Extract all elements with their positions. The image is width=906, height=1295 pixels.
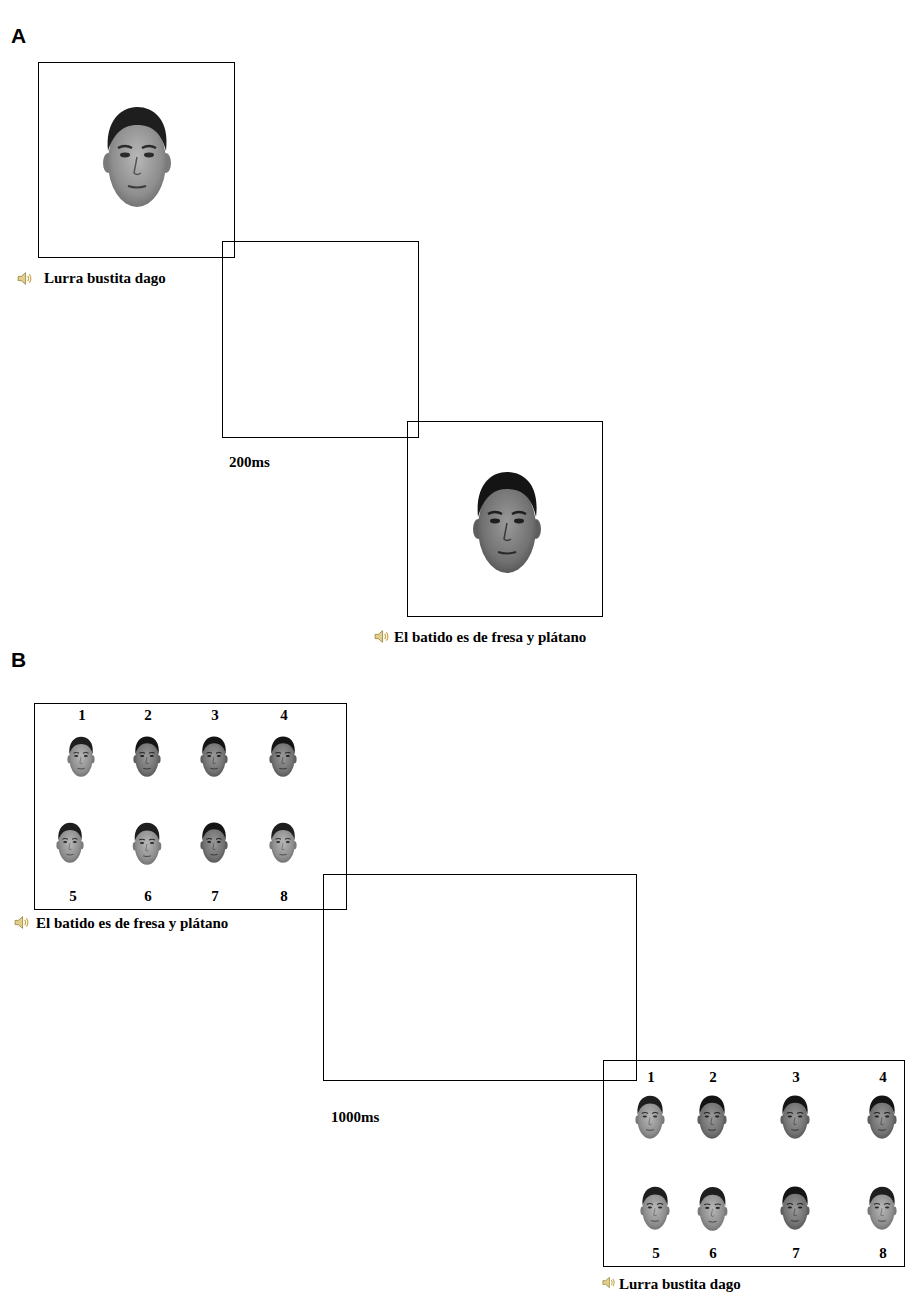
face-number: 5 [652, 1245, 660, 1262]
face-number: 3 [792, 1069, 800, 1086]
face-number: 1 [78, 707, 86, 724]
face-photo [867, 1095, 896, 1138]
face-photo [867, 1187, 896, 1230]
face-photo [269, 823, 296, 863]
face-photo [780, 1095, 809, 1138]
face-number: 4 [879, 1069, 887, 1086]
stimulus-frame: El batido es de fresa y plátano [407, 421, 603, 617]
face-number: 7 [211, 888, 219, 905]
face-number: 7 [792, 1245, 800, 1262]
face-photo [698, 1187, 728, 1231]
face-photo [697, 1095, 726, 1138]
speaker-icon [603, 1277, 614, 1287]
face-number: 5 [69, 888, 77, 905]
face-photo [269, 736, 296, 776]
face-photo [473, 472, 541, 573]
face-photo [200, 822, 227, 862]
face-photo [133, 736, 160, 776]
face-number: 3 [211, 707, 219, 724]
face-photo [133, 823, 161, 865]
speaker-icon [18, 273, 31, 285]
face-photo [635, 1096, 664, 1139]
face-number: 6 [709, 1245, 717, 1262]
face-array-frame: 12345678El batido es de fresa y plátano [34, 703, 347, 910]
face-photo [200, 736, 227, 776]
audio-sentence: El batido es de fresa y plátano [36, 915, 228, 932]
face-number: 1 [647, 1069, 655, 1086]
face-array-frame: 12345678Lurra bustita dago [603, 1060, 905, 1267]
face-photo [67, 737, 94, 777]
audio-sentence: El batido es de fresa y plátano [394, 629, 586, 646]
audio-sentence: Lurra bustita dago [44, 270, 166, 287]
face-photo [56, 823, 83, 863]
interval-label: 200ms [229, 454, 270, 471]
face-number: 4 [280, 707, 288, 724]
speaker-icon [375, 631, 388, 643]
face-photo [640, 1187, 669, 1230]
face-number: 6 [144, 888, 152, 905]
blank-frame: 200ms [222, 241, 419, 438]
panel-letter: A [11, 24, 26, 47]
interval-label: 1000ms [331, 1109, 379, 1126]
speaker-icon [15, 917, 28, 929]
face-number: 2 [709, 1069, 717, 1086]
panel-letter: B [11, 648, 26, 671]
face-number: 8 [879, 1245, 887, 1262]
face-number: 2 [144, 707, 152, 724]
audio-sentence: Lurra bustita dago [619, 1276, 741, 1293]
face-photo [103, 107, 171, 207]
face-photo [780, 1186, 809, 1229]
blank-frame: 1000ms [323, 874, 637, 1081]
stimulus-frame: Lurra bustita dago [38, 62, 235, 258]
face-number: 8 [280, 888, 288, 905]
